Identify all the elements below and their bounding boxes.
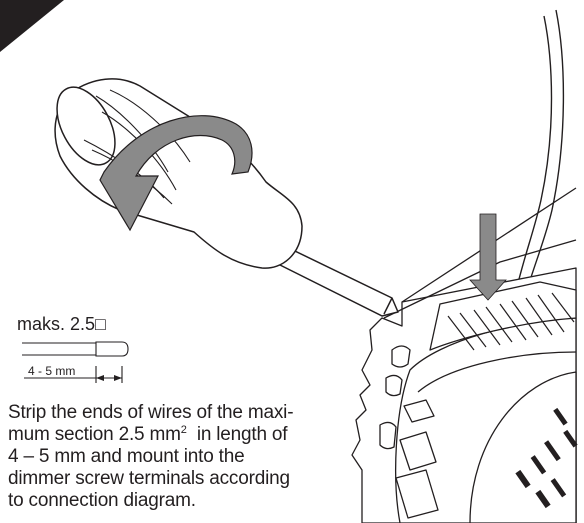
screwdriver-icon (54, 78, 399, 317)
instruction-text: Strip the ends of wires of the maxi- mum… (8, 402, 294, 511)
dimmer-module-icon (351, 187, 578, 523)
max-cross-section-label: maks. 2.5□ (17, 314, 106, 334)
down-arrow-icon (469, 213, 507, 301)
corner-marker (0, 0, 64, 52)
wire-pair (513, 9, 565, 301)
rotation-arrow-icon (99, 115, 253, 232)
strip-length-label: 4 - 5 mm (28, 364, 76, 378)
stripped-wire-illustration (22, 341, 129, 383)
square-symbol: □ (95, 314, 106, 334)
